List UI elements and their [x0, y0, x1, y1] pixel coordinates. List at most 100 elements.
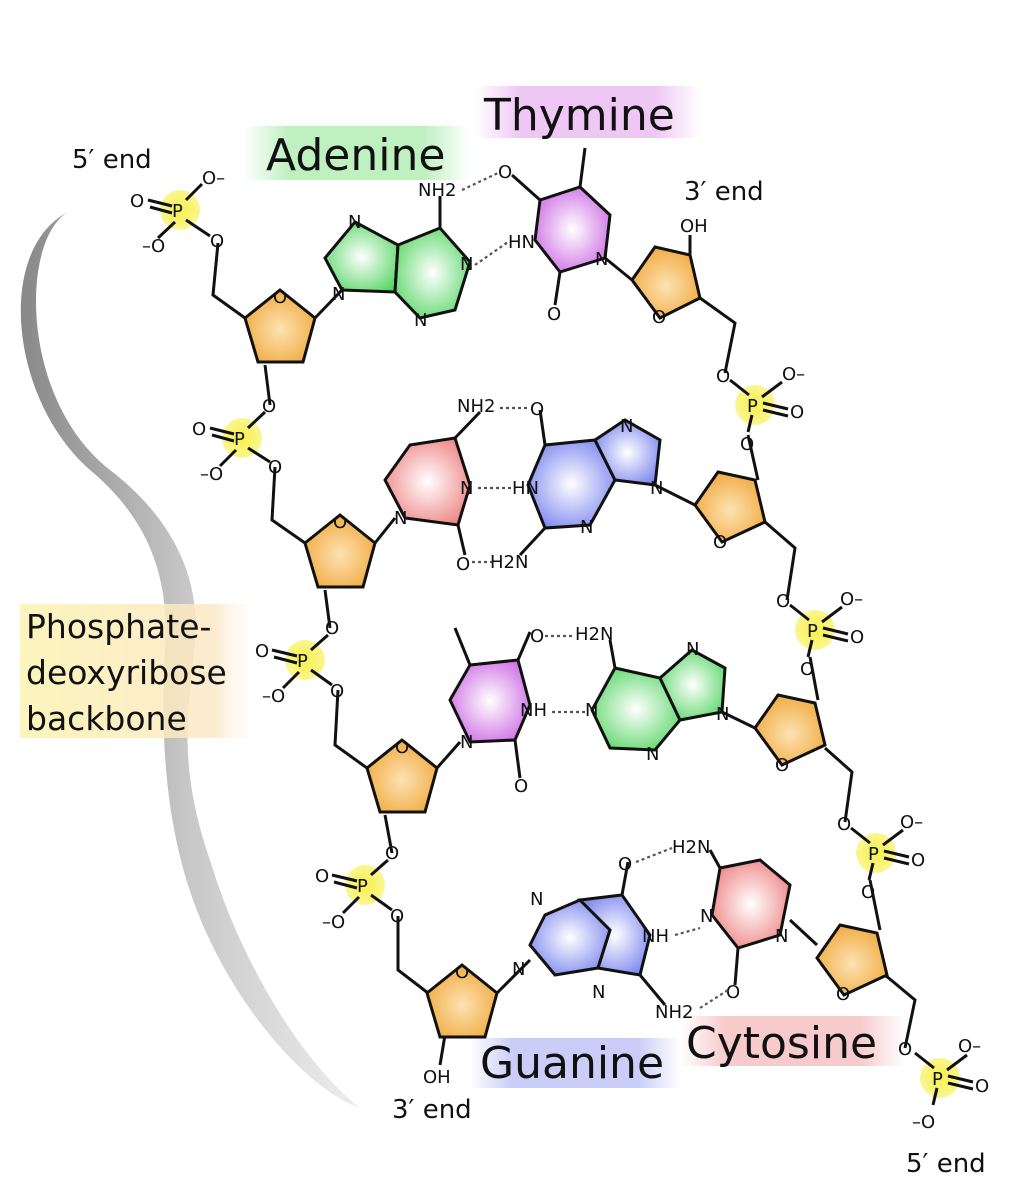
svg-text:O–: O–	[782, 364, 805, 385]
left-strand-backbone	[211, 242, 447, 1066]
sugar-left-3	[365, 738, 439, 814]
svg-text:P: P	[807, 621, 818, 642]
svg-text:O: O	[268, 457, 282, 478]
hydrogen-bond	[545, 634, 585, 714]
svg-text:–O: –O	[142, 236, 165, 257]
phosphate-right-2: P O O– O O	[776, 589, 864, 680]
svg-text:O: O	[776, 591, 790, 612]
svg-text:O: O	[262, 396, 276, 417]
svg-text:O: O	[837, 814, 851, 835]
svg-text:H2N: H2N	[575, 624, 613, 645]
svg-text:NH2: NH2	[457, 396, 495, 417]
cytosine-base-upper: NH2 N N O	[373, 396, 495, 575]
svg-text:O: O	[713, 532, 727, 553]
phosphate-right-1: P O O– O O	[716, 364, 805, 455]
svg-text:O: O	[210, 231, 224, 252]
backbone-label-bg	[20, 604, 262, 738]
svg-text:O: O	[836, 984, 850, 1005]
cytosine-base-lower: H2N N N O	[672, 837, 819, 1003]
svg-text:N: N	[716, 704, 729, 725]
svg-text:HN: HN	[512, 478, 539, 499]
svg-text:N: N	[460, 732, 473, 753]
base-pair-cytosine-guanine: NH2 N N O O HN N N N H2N	[373, 396, 696, 575]
sugar-ring-oxygens: O O O O O O O O OH OH	[273, 216, 850, 1088]
svg-text:N: N	[512, 959, 525, 980]
guanine-base-upper: O HN N N N H2N	[490, 399, 696, 573]
hydrogen-bond	[461, 172, 509, 266]
svg-text:O: O	[975, 1076, 989, 1097]
five-prime-end-top-label: 5′ end	[72, 145, 152, 175]
thymine-label: Thymine	[483, 90, 675, 141]
svg-text:N: N	[414, 310, 427, 331]
svg-text:N: N	[646, 744, 659, 765]
sugar-right-4	[815, 923, 889, 997]
hydroxyl-bottom-left: OH	[423, 1067, 451, 1088]
svg-text:N: N	[620, 416, 633, 437]
sugar-left-1	[243, 288, 317, 364]
svg-text:NH2: NH2	[655, 1002, 693, 1023]
svg-text:O: O	[385, 843, 399, 864]
adenine-base-top: N N N N NH2	[313, 180, 473, 331]
svg-text:N: N	[580, 517, 593, 538]
backbone-label-line1: Phosphate-	[26, 607, 211, 646]
svg-text:O: O	[325, 618, 339, 639]
svg-text:O: O	[726, 982, 740, 1003]
svg-text:P: P	[297, 651, 308, 672]
svg-text:O: O	[547, 304, 561, 325]
svg-text:N: N	[460, 254, 473, 275]
svg-text:N: N	[530, 889, 543, 910]
svg-text:O: O	[330, 681, 344, 702]
svg-text:O: O	[652, 307, 666, 328]
svg-text:N: N	[595, 249, 608, 270]
svg-text:N: N	[775, 926, 788, 947]
svg-text:NH: NH	[520, 700, 547, 721]
svg-text:N: N	[394, 508, 407, 529]
svg-text:O: O	[850, 627, 864, 648]
svg-text:O: O	[911, 850, 925, 871]
svg-text:O: O	[130, 191, 144, 212]
sugar-left-4	[425, 963, 499, 1039]
phosphate-groups: P O– O –O O P O O –O O P O O –O O P	[130, 168, 989, 1133]
svg-text:O: O	[390, 906, 404, 927]
guanine-base-lower: N N O NH N NH2	[495, 854, 693, 1023]
svg-text:O–: O–	[958, 1036, 981, 1057]
adenine-label: Adenine	[266, 130, 445, 181]
svg-text:H2N: H2N	[490, 552, 528, 573]
phosphate-right-4: P O O– O –O	[898, 1036, 989, 1133]
sugar-rings	[243, 245, 889, 1039]
phosphate-right-3: P O O– O O	[837, 812, 925, 903]
guanine-label-bg	[470, 1038, 680, 1088]
thymine-base-top: O HN N O	[498, 147, 633, 325]
svg-text:HN: HN	[508, 232, 535, 253]
svg-text:P: P	[747, 396, 758, 417]
base-pair-adenine-thymine: N N N N NH2 O HN N O	[313, 147, 633, 331]
right-strand-backbone	[688, 235, 917, 1049]
guanine-label: Guanine	[480, 1038, 664, 1089]
hydrogen-bond	[635, 846, 729, 1009]
svg-text:O: O	[455, 962, 469, 983]
svg-text:–O: –O	[262, 686, 285, 707]
svg-text:N: N	[592, 982, 605, 1003]
svg-text:O: O	[716, 366, 730, 387]
svg-text:O: O	[333, 512, 347, 533]
svg-text:–O: –O	[200, 464, 223, 485]
svg-text:O: O	[456, 554, 470, 575]
svg-text:O: O	[861, 882, 875, 903]
svg-text:O: O	[530, 626, 544, 647]
svg-text:NH: NH	[642, 926, 669, 947]
svg-text:O: O	[740, 434, 754, 455]
backbone-label-line3: backbone	[26, 699, 187, 738]
svg-text:N: N	[700, 906, 713, 927]
base-pair-thymine-adenine: O NH N O H2N N N N N	[435, 624, 756, 797]
svg-text:N: N	[686, 639, 699, 660]
svg-text:O–: O–	[202, 168, 225, 189]
svg-text:–O: –O	[322, 912, 345, 933]
svg-text:N: N	[585, 700, 598, 721]
backbone-label-line2: deoxyribose	[26, 653, 227, 692]
svg-text:O: O	[192, 419, 206, 440]
svg-text:P: P	[357, 876, 368, 897]
three-prime-end-bottom-label: 3′ end	[392, 1095, 472, 1125]
three-prime-end-top-label: 3′ end	[684, 177, 764, 207]
svg-text:O: O	[898, 1039, 912, 1060]
